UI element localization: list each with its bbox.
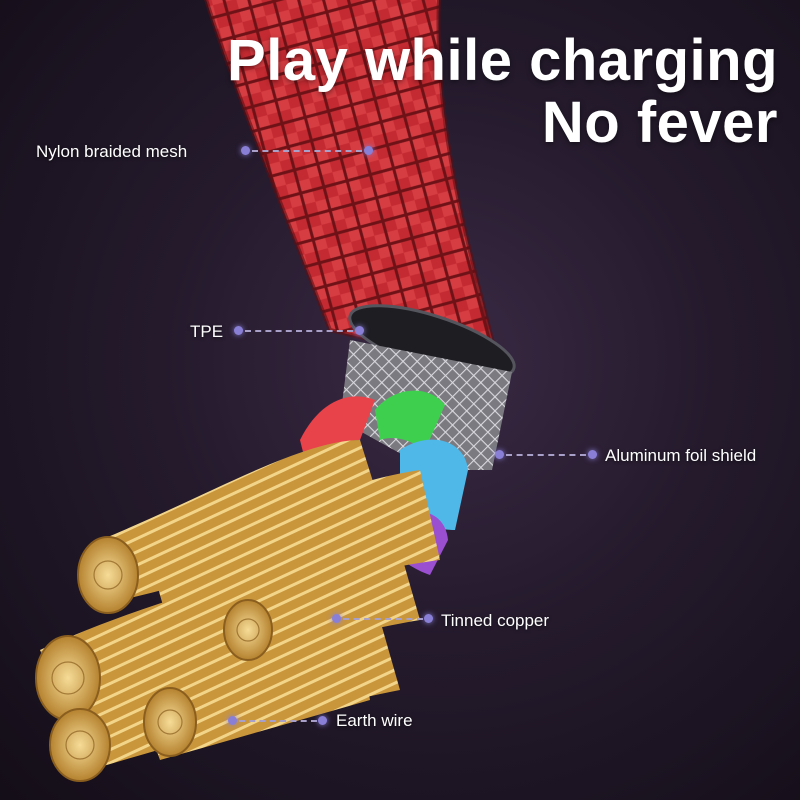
strand-end: [77, 536, 139, 614]
callout-dot: [234, 326, 243, 335]
red-wire: [300, 396, 375, 460]
callout-line: [245, 330, 353, 332]
braided-cable: [206, 0, 500, 370]
callout-dot: [588, 450, 597, 459]
callout-line: [252, 150, 362, 152]
strand-end: [35, 635, 101, 721]
callout-label-earth-wire: Earth wire: [336, 711, 413, 730]
callout-dot: [332, 614, 341, 623]
callout-dot: [318, 716, 327, 725]
callout-line: [506, 454, 586, 456]
callout-label-aluminum-foil-shield: Aluminum foil shield: [605, 446, 757, 465]
callout-line: [239, 720, 317, 722]
callout-dot: [364, 146, 373, 155]
callout-label-tinned-copper: Tinned copper: [441, 611, 550, 630]
green-wire: [375, 390, 445, 450]
callout-label-tpe: TPE: [190, 322, 224, 341]
headline-line-1: Play while charging: [227, 28, 778, 93]
strand-end: [49, 708, 111, 782]
callout-dot: [495, 450, 504, 459]
callout-dot: [424, 614, 433, 623]
headline-line-2: No fever: [541, 90, 778, 155]
strand-end: [143, 687, 197, 757]
callout-line: [343, 618, 423, 620]
strand-end: [223, 599, 273, 661]
callout-dot: [355, 326, 364, 335]
callout-label-nylon-braided-mesh: Nylon braided mesh: [36, 142, 188, 161]
callout-dot: [228, 716, 237, 725]
callout-dot: [241, 146, 250, 155]
